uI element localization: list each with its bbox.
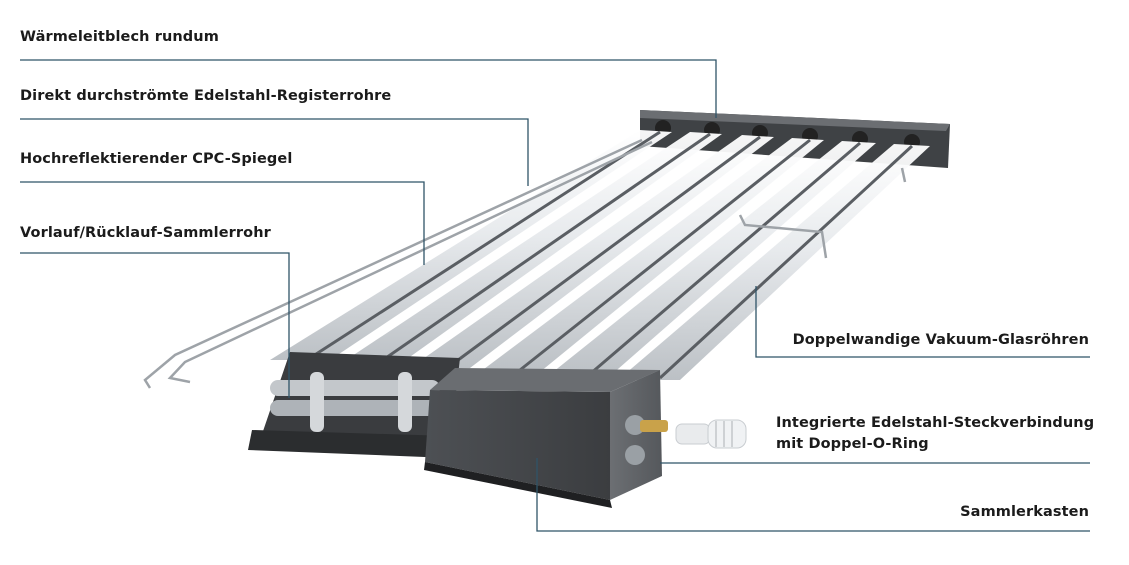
leader-line-sammlerrohr	[20, 252, 290, 398]
leader-lines	[20, 59, 1090, 532]
label-sammlerkasten: Sammlerkasten	[960, 504, 1089, 520]
label-steckverbindung-line2: mit Doppel-O-Ring	[776, 436, 929, 452]
label-cpc-spiegel: Hochreflektierender CPC-Spiegel	[20, 151, 293, 167]
leader-line-registerrohre	[20, 118, 529, 186]
register-pipes	[309, 130, 914, 380]
label-glasroehren: Doppelwandige Vakuum-Glasröhren	[792, 332, 1089, 348]
leader-line-sammlerkasten	[536, 458, 1090, 532]
label-waermeleitblech: Wärmeleitblech rundum	[20, 29, 219, 45]
label-sammlerrohr: Vorlauf/Rücklauf-Sammlerrohr	[20, 225, 271, 241]
front-pipe-bundle	[248, 352, 460, 458]
label-registerrohre: Direkt durchströmte Edelstahl-Registerro…	[20, 88, 392, 104]
plug-connector	[675, 419, 747, 449]
leader-line-glasroehren	[755, 286, 1090, 358]
collector-box	[424, 368, 668, 508]
leader-line-cpc-spiegel	[20, 181, 425, 265]
solar-collector-illustration	[143, 110, 950, 508]
label-steckverbindung-line1: Integrierte Edelstahl-Steckverbindung	[776, 415, 1095, 431]
heat-sheet-frame	[143, 138, 907, 389]
leader-line-waermeleitblech	[20, 59, 717, 118]
